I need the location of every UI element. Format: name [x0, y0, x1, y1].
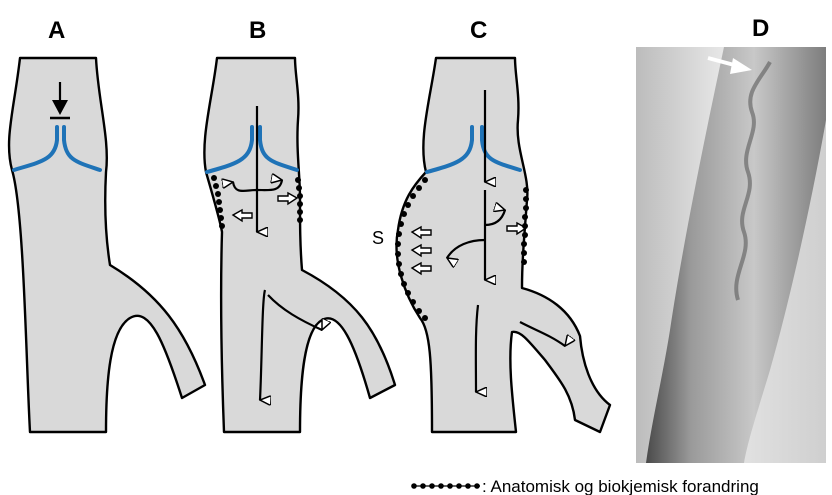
panel-c: C S [372, 17, 610, 432]
panel-label-c: C [470, 17, 487, 44]
sinus-label: S [372, 228, 384, 248]
legend-dotted-line [411, 483, 480, 489]
panel-label-d: D [752, 15, 769, 42]
vein-a [9, 58, 205, 432]
vein-b [204, 58, 395, 432]
vein-c [397, 58, 610, 432]
panel-d: D [636, 15, 826, 463]
legend: : Anatomisk og biokjemisk forandring [411, 477, 759, 495]
legend-text: : Anatomisk og biokjemisk forandring [482, 477, 759, 495]
panel-a: A [9, 17, 205, 432]
panel-label-b: B [249, 17, 266, 44]
panel-label-a: A [48, 17, 65, 44]
panel-b: B [204, 17, 395, 432]
